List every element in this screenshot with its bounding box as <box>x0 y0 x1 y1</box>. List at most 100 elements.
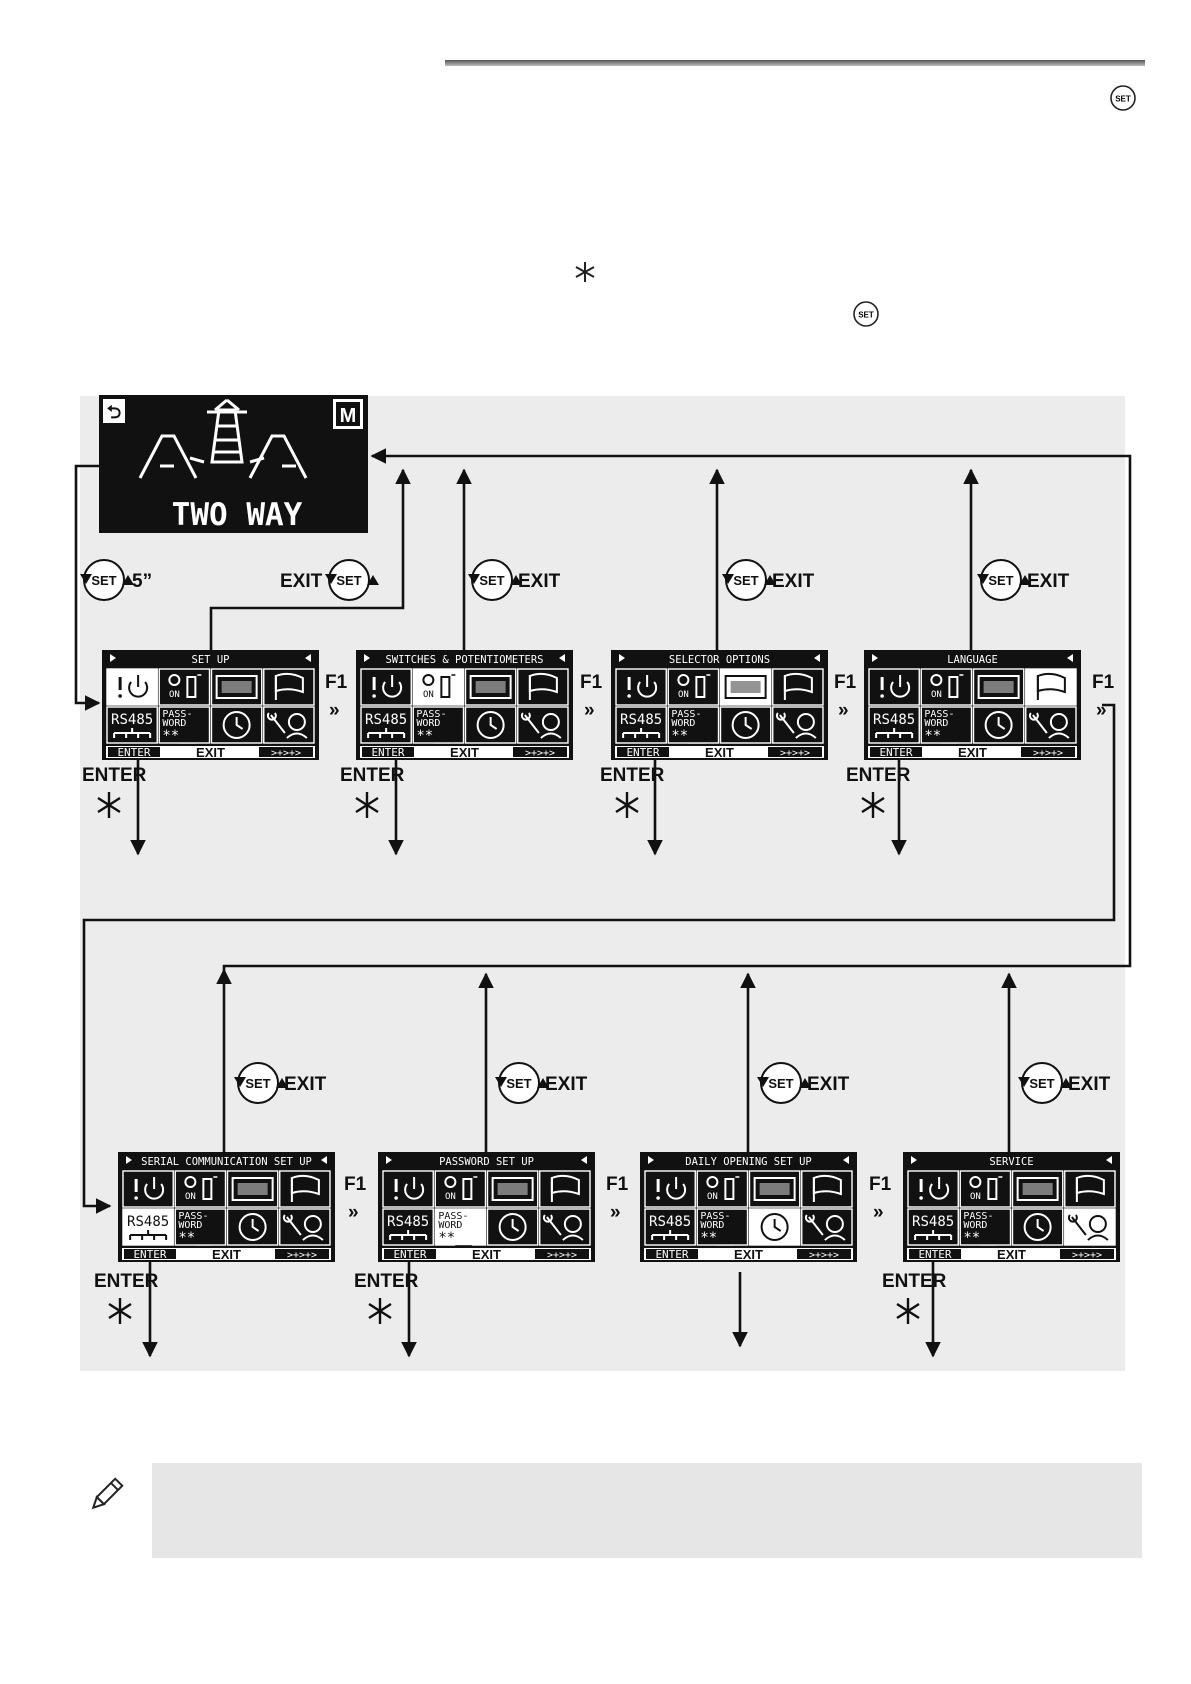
word-label: WORD <box>700 1220 724 1231</box>
menu-cell <box>263 668 315 706</box>
warning-dot <box>134 1196 138 1200</box>
warning-dot <box>919 1196 923 1200</box>
enter-key-label: ENTER <box>393 1248 426 1261</box>
two-way-display: ⮌ M TWO WAY <box>99 395 368 533</box>
word-label: WORD <box>178 1220 202 1231</box>
switch-icon <box>969 1176 982 1188</box>
selector-icon <box>231 1177 274 1201</box>
network-icon <box>367 728 406 738</box>
network-icon <box>875 728 914 738</box>
enter-key-label: ENTER <box>626 746 659 759</box>
menu-cell <box>667 706 720 744</box>
warning-dot <box>656 1196 660 1200</box>
nav-key-box <box>797 1249 851 1259</box>
pass-label: PASS- <box>671 709 701 720</box>
enter-key-box <box>909 1249 961 1259</box>
menu-cell <box>920 706 973 744</box>
power-icon <box>666 1183 687 1200</box>
title-arrow-left-icon <box>1106 1156 1112 1164</box>
title-arrow-right-icon <box>126 1156 132 1164</box>
menu-cell <box>158 668 211 706</box>
technician-body <box>1048 732 1070 739</box>
password-stars: **__ <box>963 1230 997 1246</box>
wrench-icon <box>1028 712 1048 734</box>
screen-title: SELECTOR OPTIONS <box>669 654 770 666</box>
up-arrow-icon <box>1019 575 1031 585</box>
selector-icon <box>724 675 767 699</box>
screen-title: LANGUAGE <box>947 654 998 666</box>
snowflake-arm <box>368 1302 392 1320</box>
exit-label: EXIT <box>518 571 561 592</box>
set-button-icon: SET <box>1018 1062 1072 1104</box>
menu-cell <box>615 668 667 706</box>
pass-label: PASS- <box>700 1211 730 1222</box>
up-arrow-icon <box>764 575 776 585</box>
enter-label: ENTER <box>846 765 911 786</box>
network-icon <box>113 728 152 738</box>
set-button-icon: SET <box>853 301 879 327</box>
flag-icon <box>274 672 304 694</box>
pass-label: PASS- <box>438 1211 468 1222</box>
selector-icon <box>469 675 512 699</box>
f1-label: F1 <box>606 1174 629 1195</box>
exit-label: EXIT <box>772 571 815 592</box>
title-arrow-right-icon <box>386 1156 392 1164</box>
down-arrow-icon <box>977 574 989 584</box>
flag-icon <box>528 672 558 694</box>
snowflake-arm <box>97 796 121 814</box>
nav-key-label: >+>+> <box>287 1250 317 1261</box>
clock-hands <box>235 717 244 730</box>
clock-hands <box>1036 1219 1045 1232</box>
snowflake-icon <box>861 792 885 818</box>
potentiometer-icon <box>695 676 706 698</box>
enter-label: ENTER <box>600 765 665 786</box>
clock-icon <box>984 711 1013 739</box>
menu-cell <box>801 1170 853 1208</box>
f1-label: F1 <box>344 1174 367 1195</box>
power-icon <box>144 1183 165 1200</box>
menu-cell <box>122 1170 174 1208</box>
exit-label: EXIT <box>284 1074 327 1095</box>
technician-body <box>824 1234 846 1241</box>
snowflake-icon <box>368 1298 392 1324</box>
flag-icon <box>812 1174 842 1196</box>
network-icon <box>129 1230 168 1240</box>
word-label: WORD <box>924 718 948 729</box>
flag-icon <box>290 1174 320 1196</box>
clock-hands <box>997 717 1006 730</box>
menu-cell <box>517 668 569 706</box>
technician-body <box>562 1234 584 1241</box>
technician-body <box>286 732 308 739</box>
menu-cell <box>539 1170 591 1208</box>
enter-key-box <box>108 747 160 757</box>
menu-cell <box>696 1208 749 1246</box>
warning-dot <box>880 694 884 698</box>
switch-icon <box>444 1176 457 1188</box>
up-arrow-icon <box>1060 1078 1072 1088</box>
selector-screen <box>759 1183 790 1195</box>
switch-icon <box>168 674 181 686</box>
clock-hands <box>773 1219 782 1232</box>
switch-icon <box>706 1176 719 1188</box>
set-button-label: SET <box>1029 1076 1054 1091</box>
word-label: WORD <box>416 718 440 729</box>
clock-icon <box>760 1213 789 1241</box>
menu-cell <box>959 1170 1012 1208</box>
clock-icon <box>476 711 505 739</box>
selector-screen <box>221 681 252 693</box>
wrench-icon <box>1067 1214 1087 1236</box>
svg-text:SET: SET <box>858 311 874 320</box>
nav-key-box <box>259 747 313 757</box>
enter-key-box <box>646 1249 698 1259</box>
set-button-icon: SET <box>722 559 776 601</box>
selector-screen <box>730 681 761 693</box>
menu-cell <box>644 1208 696 1246</box>
set-button-label: SET <box>988 573 1013 588</box>
rs485-label: RS485 <box>111 712 153 728</box>
down-arrow-icon <box>80 574 92 584</box>
rs485-label: RS485 <box>387 1214 429 1230</box>
selector-screen <box>1022 1183 1053 1195</box>
flag-icon <box>550 1174 580 1196</box>
